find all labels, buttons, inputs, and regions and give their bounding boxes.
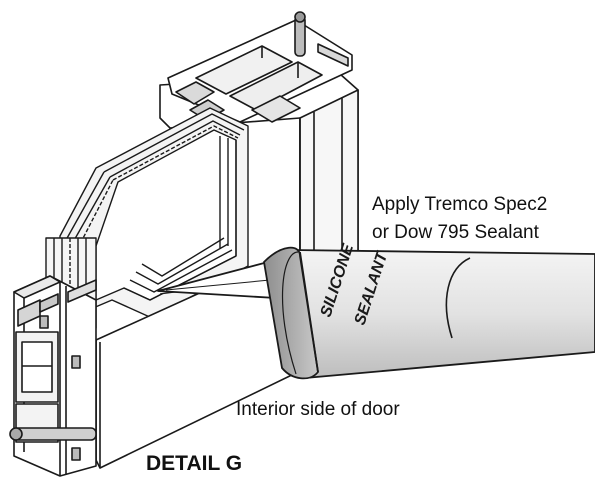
interior-side-label: Interior side of door — [236, 399, 400, 420]
door-bottom-section — [9, 261, 299, 477]
sealant-note-line-2: or Dow 795 Sealant — [372, 222, 539, 243]
sealant-note: Apply Tremco Spec2 or Dow 795 Sealant — [372, 191, 547, 247]
caulk-tube: SILICONE SEALANT — [157, 241, 595, 380]
glazing-panel — [45, 107, 249, 329]
detail-title: DETAIL G — [146, 452, 243, 475]
sealant-note-line-1: Apply Tremco Spec2 — [372, 194, 548, 215]
